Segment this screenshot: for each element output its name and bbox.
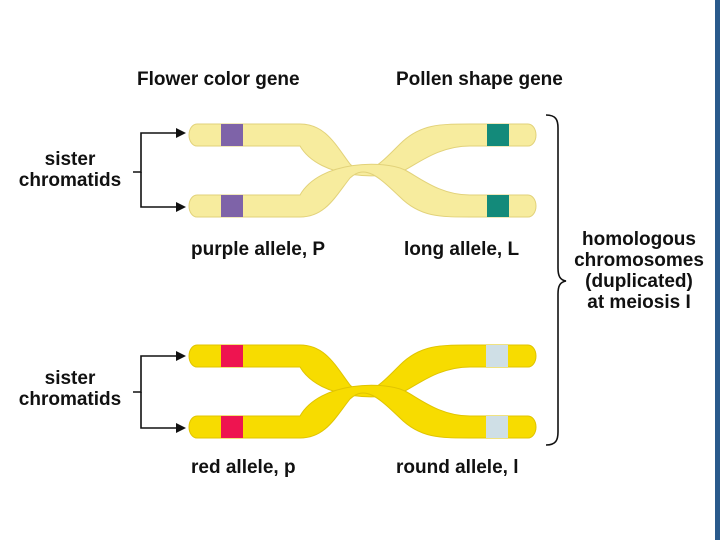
pollen-shape-gene-header: Pollen shape gene [396,69,563,90]
purple-allele-label: purple allele, P [191,239,326,260]
homologous-label-line4: at meiosis I [587,292,691,313]
arrowhead-top-2 [176,202,186,212]
red-allele-label: red allele, p [191,457,296,478]
long-allele-band-1 [487,124,509,146]
chromatids-label-top: chromatids [18,170,122,191]
long-allele-band-2 [487,195,509,217]
sister-chromatids-top-arrow [133,132,178,208]
purple-allele-band-2 [221,195,243,217]
arrowhead-top-1 [176,128,186,138]
sister-chromatids-bottom-arrow [133,355,178,429]
red-allele-band-1 [221,345,243,367]
right-edge-bar [715,0,720,540]
round-allele-band-2 [486,416,508,438]
homologous-label-line1: homologous [582,229,696,250]
chromatids-label-bottom: chromatids [18,389,122,410]
purple-allele-band-1 [221,124,243,146]
arrowhead-bottom-2 [176,423,186,433]
long-allele-label: long allele, L [404,239,520,260]
homologous-label-line3: (duplicated) [585,271,693,292]
sister-label-top: sister [44,149,96,170]
sister-label-bottom: sister [44,368,96,389]
arrowhead-bottom-1 [176,351,186,361]
round-allele-band-1 [486,345,508,367]
homologous-label-line2: chromosomes [574,250,704,271]
round-allele-label: round allele, l [396,457,519,478]
homologous-brace [545,114,567,446]
flower-color-gene-header: Flower color gene [137,69,300,90]
red-allele-band-2 [221,416,243,438]
